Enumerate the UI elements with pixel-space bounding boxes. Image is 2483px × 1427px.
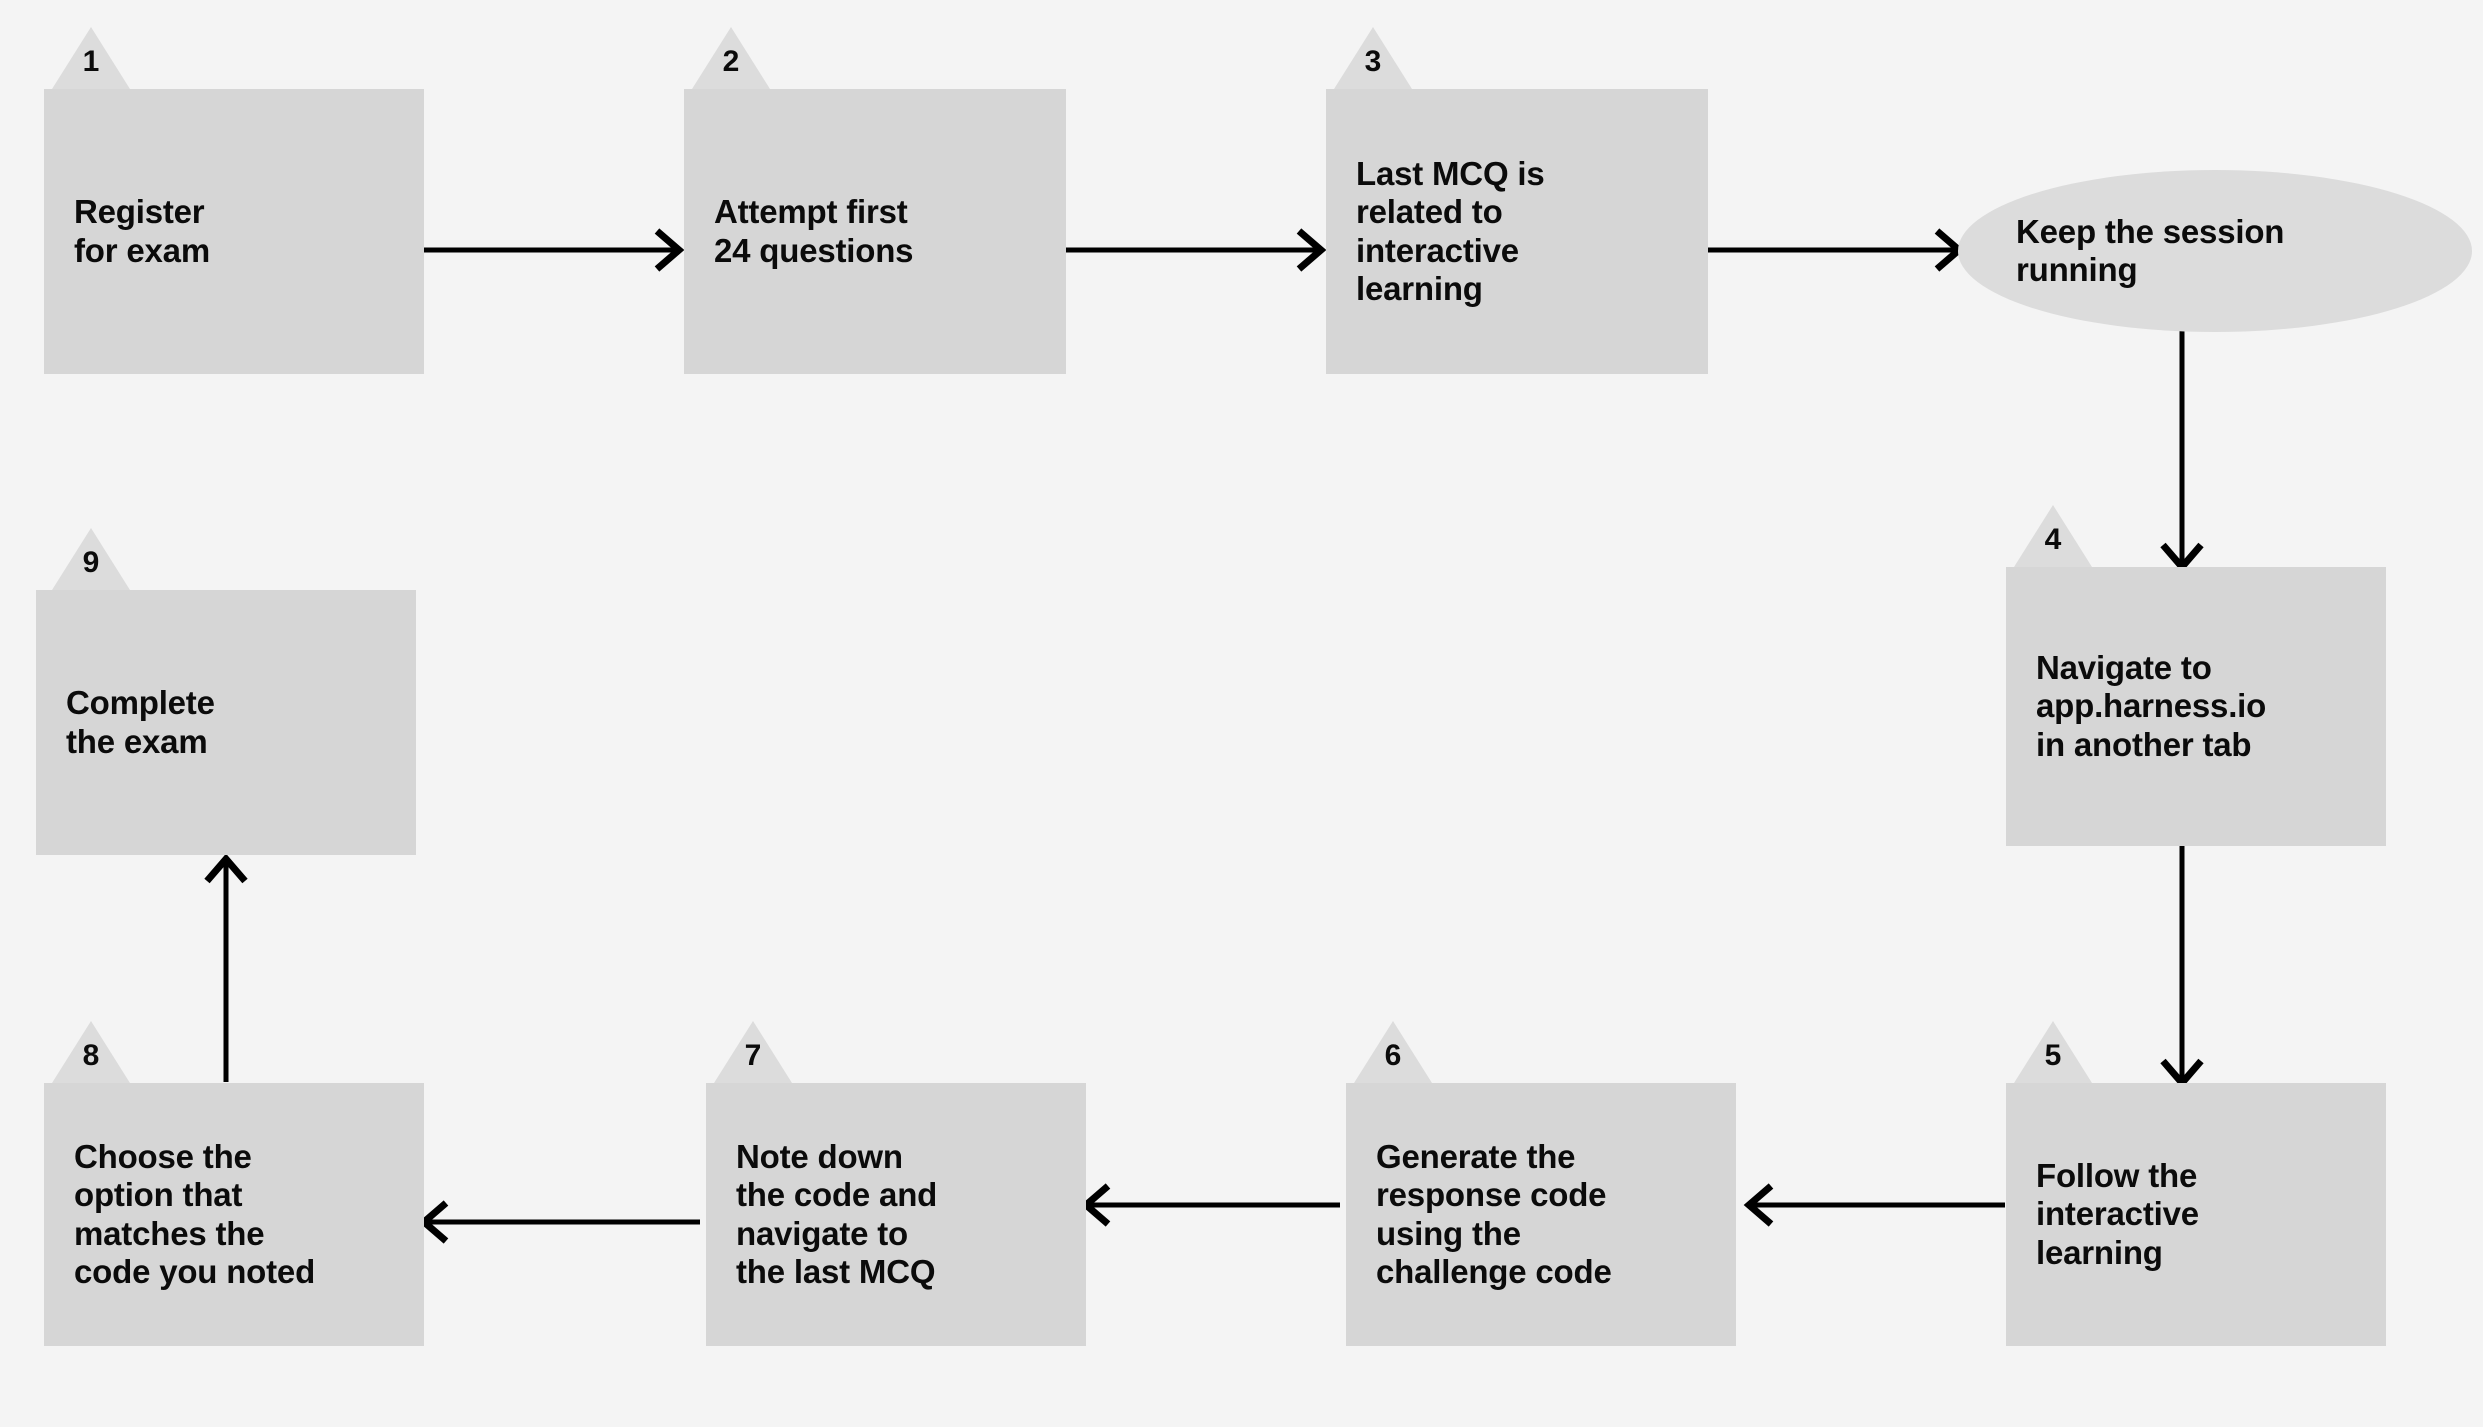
node-label: Generate the response code using the cha… (1376, 1137, 1612, 1290)
node-keep-the-session-running[interactable]: Keep the session running (1958, 170, 2472, 332)
step-number: 1 (82, 45, 100, 78)
step-number: 7 (744, 1039, 762, 1072)
node-label: Register for exam (74, 193, 210, 269)
edge-keep-session-to-navigate (2160, 330, 2204, 573)
node-label: Follow the interactive learning (2036, 1157, 2199, 1271)
step-badge-7: 7 (714, 1021, 792, 1083)
step-badge-4: 4 (2014, 505, 2092, 567)
node-label: Attempt first 24 questions (714, 193, 914, 269)
node-follow-the-interactive-learning[interactable]: Follow the interactive learning (2006, 1083, 2386, 1346)
step-number: 2 (722, 45, 740, 78)
step-number: 4 (2044, 523, 2062, 556)
step-badge-2: 2 (692, 27, 770, 89)
node-navigate-to-app-harness-io[interactable]: Navigate to app.harness.io in another ta… (2006, 567, 2386, 846)
node-choose-matching-option[interactable]: Choose the option that matches the code … (44, 1083, 424, 1346)
edge-navigate-to-follow (2160, 846, 2204, 1089)
triangle-icon (1354, 1021, 1432, 1083)
triangle-icon (52, 528, 130, 590)
node-attempt-first-24-questions[interactable]: Attempt first 24 questions (684, 89, 1066, 374)
step-badge-1: 1 (52, 27, 130, 89)
triangle-icon (714, 1021, 792, 1083)
step-number: 8 (82, 1039, 100, 1072)
triangle-icon (52, 27, 130, 89)
step-badge-3: 3 (1334, 27, 1412, 89)
triangle-icon (1334, 27, 1412, 89)
step-number: 3 (1364, 45, 1382, 78)
step-number: 5 (2044, 1039, 2062, 1072)
node-label: Complete the exam (66, 684, 215, 760)
node-label: Choose the option that matches the code … (74, 1137, 316, 1290)
edge-note-down-to-choose (418, 1200, 700, 1244)
node-last-mcq-related-to-interactive-learning[interactable]: Last MCQ is related to interactive learn… (1326, 89, 1708, 374)
edge-attempt-to-last-mcq (1066, 228, 1327, 272)
step-badge-6: 6 (1354, 1021, 1432, 1083)
edge-register-to-attempt (424, 228, 685, 272)
step-number: 9 (82, 546, 100, 579)
edge-choose-to-complete (204, 853, 248, 1082)
triangle-icon (52, 1021, 130, 1083)
node-generate-response-code[interactable]: Generate the response code using the cha… (1346, 1083, 1736, 1346)
node-label: Keep the session running (2016, 212, 2285, 288)
node-label: Navigate to app.harness.io in another ta… (2036, 649, 2267, 763)
node-register-for-exam[interactable]: Register for exam (44, 89, 424, 374)
node-note-down-code-navigate-last-mcq[interactable]: Note down the code and navigate to the l… (706, 1083, 1086, 1346)
node-label: Note down the code and navigate to the l… (736, 1137, 938, 1290)
step-badge-9: 9 (52, 528, 130, 590)
step-badge-8: 8 (52, 1021, 130, 1083)
step-badge-5: 5 (2014, 1021, 2092, 1083)
triangle-icon (692, 27, 770, 89)
triangle-icon (2014, 1021, 2092, 1083)
node-complete-the-exam[interactable]: Complete the exam (36, 590, 416, 855)
step-number: 6 (1384, 1039, 1402, 1072)
triangle-icon (2014, 505, 2092, 567)
edge-follow-to-generate (1743, 1183, 2005, 1227)
edge-generate-to-note-down (1080, 1183, 1340, 1227)
edge-last-mcq-to-keep-session (1708, 228, 1965, 272)
node-label: Last MCQ is related to interactive learn… (1356, 154, 1545, 307)
